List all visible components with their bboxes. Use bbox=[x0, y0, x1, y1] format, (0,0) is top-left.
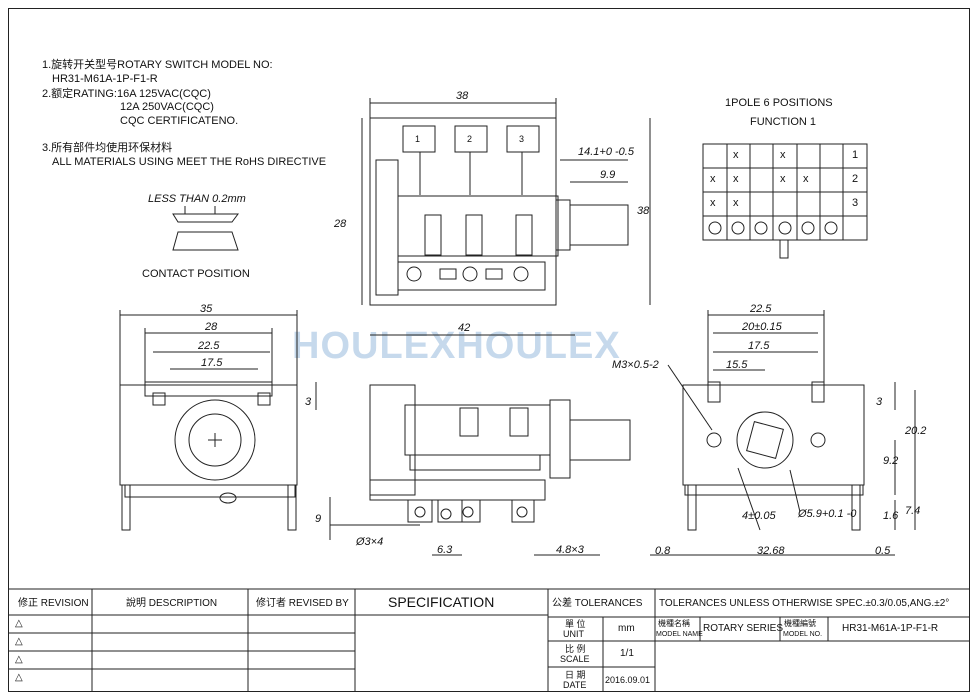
tb-unit-val: mm bbox=[618, 623, 635, 634]
tb-date-cn: 日 期 bbox=[565, 670, 586, 680]
note-2-line3: CQC CERTIFICATENO. bbox=[120, 115, 239, 127]
tb-model-name-cn: 機種名稱 bbox=[658, 619, 690, 628]
note-1-label: 1.旋转开关型号ROTARY SWITCH MODEL NO: bbox=[42, 59, 273, 71]
tb-scale-en: SCALE bbox=[560, 654, 590, 664]
dim-28: 28 bbox=[334, 218, 347, 230]
fn-mark: x bbox=[733, 197, 739, 209]
rev-mark-icon: △ bbox=[15, 636, 23, 647]
tb-date-en: DATE bbox=[563, 680, 587, 690]
dim-17-5-left: 17.5 bbox=[201, 357, 223, 369]
drawing-frame bbox=[8, 8, 970, 692]
dim-20: 20±0.15 bbox=[742, 321, 782, 333]
fn-mark: x bbox=[780, 173, 786, 185]
watermark: HOULEXHOULEX bbox=[292, 325, 621, 367]
dim-3-right: 3 bbox=[876, 396, 883, 408]
dim-22-5-right: 22.5 bbox=[750, 303, 772, 315]
dim-9-left: 9 bbox=[315, 513, 322, 525]
fn-row-num: 1 bbox=[852, 149, 859, 161]
dim-28-left: 28 bbox=[205, 321, 218, 333]
note-3-label: 3.所有部件均使用环保材料 bbox=[42, 142, 173, 154]
dim-0-8: 0.8 bbox=[655, 545, 671, 557]
note-2-line2: 12A 250VAC(CQC) bbox=[120, 101, 214, 113]
tb-revision: 修正 REVISION bbox=[18, 598, 89, 609]
dim-4-8x3: 4.8×3 bbox=[556, 544, 584, 556]
tb-revised-by: 修订者 REVISED BY bbox=[256, 598, 349, 609]
dim-6-3: 6.3 bbox=[437, 544, 453, 556]
dim-22-5-left: 22.5 bbox=[198, 340, 220, 352]
tb-tolerances-value: TOLERANCES UNLESS OTHERWISE SPEC.±0.3/0.… bbox=[659, 598, 950, 609]
dim-17-5-right: 17.5 bbox=[748, 340, 770, 352]
terminal-label: 1 bbox=[415, 134, 421, 144]
dim-38-side: 38 bbox=[637, 205, 650, 217]
contact-position-label: CONTACT POSITION bbox=[142, 268, 250, 280]
rev-mark-icon: △ bbox=[15, 672, 23, 683]
dim-14-1: 14.1+0 -0.5 bbox=[578, 146, 634, 158]
tb-model-no-en: MODEL NO. bbox=[783, 631, 823, 638]
tb-scale-cn: 比 例 bbox=[565, 644, 586, 654]
fn-mark: x bbox=[803, 173, 809, 185]
tb-specification: SPECIFICATION bbox=[388, 594, 495, 610]
tb-unit-cn: 單 位 bbox=[565, 619, 586, 629]
tb-tolerances-label: 公差 TOLERANCES bbox=[552, 598, 643, 609]
function-title-1: 1POLE 6 POSITIONS bbox=[725, 97, 833, 109]
dim-0-5: 0.5 bbox=[875, 545, 891, 557]
dim-9-9: 9.9 bbox=[600, 169, 616, 181]
dim-20-2: 20.2 bbox=[905, 425, 927, 437]
fn-row-num: 2 bbox=[852, 173, 859, 185]
fn-mark: x bbox=[733, 149, 739, 161]
rev-mark-icon: △ bbox=[15, 654, 23, 665]
dim-32-68: 32.68 bbox=[757, 545, 785, 557]
terminal-label: 2 bbox=[467, 134, 473, 144]
tb-date-val: 2016.09.01 bbox=[605, 675, 651, 685]
dim-3-left: 3 bbox=[305, 396, 312, 408]
terminal-label: 3 bbox=[519, 134, 525, 144]
fn-mark: x bbox=[710, 197, 716, 209]
fn-mark: x bbox=[710, 173, 716, 185]
note-3-line2: ALL MATERIALS USING MEET THE RoHS DIRECT… bbox=[52, 156, 327, 168]
contact-less-than: LESS THAN 0.2mm bbox=[148, 193, 246, 205]
fn-row-num: 3 bbox=[852, 197, 859, 209]
tb-description: 說明 DESCRIPTION bbox=[126, 598, 218, 609]
dim-hole: Ø3×4 bbox=[356, 536, 384, 548]
tb-model-no-val: HR31-M61A-1P-F1-R bbox=[842, 623, 939, 634]
dim-7-4: 7.4 bbox=[905, 505, 921, 517]
dim-5-9: Ø5.9+0.1 -0 bbox=[798, 508, 857, 520]
note-2-label: 2.额定RATING:16A 125VAC(CQC) bbox=[42, 88, 211, 100]
note-1-value: HR31-M61A-1P-F1-R bbox=[52, 73, 158, 85]
dim-38-top: 38 bbox=[456, 90, 469, 102]
dim-42: 42 bbox=[458, 322, 471, 334]
fn-mark: x bbox=[780, 149, 786, 161]
dim-35: 35 bbox=[200, 303, 213, 315]
function-title-2: FUNCTION 1 bbox=[750, 116, 816, 128]
rev-mark-icon: △ bbox=[15, 618, 23, 629]
dim-1-6: 1.6 bbox=[883, 510, 899, 522]
tb-scale-val: 1/1 bbox=[620, 648, 634, 659]
tb-model-no-cn: 機種編號 bbox=[784, 619, 816, 628]
tb-model-name-val: ROTARY SERIES bbox=[703, 623, 784, 634]
tb-unit-en: UNIT bbox=[563, 629, 584, 639]
dim-m3: M3×0.5-2 bbox=[612, 359, 659, 371]
dim-15-5: 15.5 bbox=[726, 359, 748, 371]
dim-9-2: 9.2 bbox=[883, 455, 899, 467]
fn-mark: x bbox=[733, 173, 739, 185]
dim-4: 4±0.05 bbox=[742, 510, 776, 522]
tb-model-name-en: MODEL NAME bbox=[656, 631, 703, 638]
